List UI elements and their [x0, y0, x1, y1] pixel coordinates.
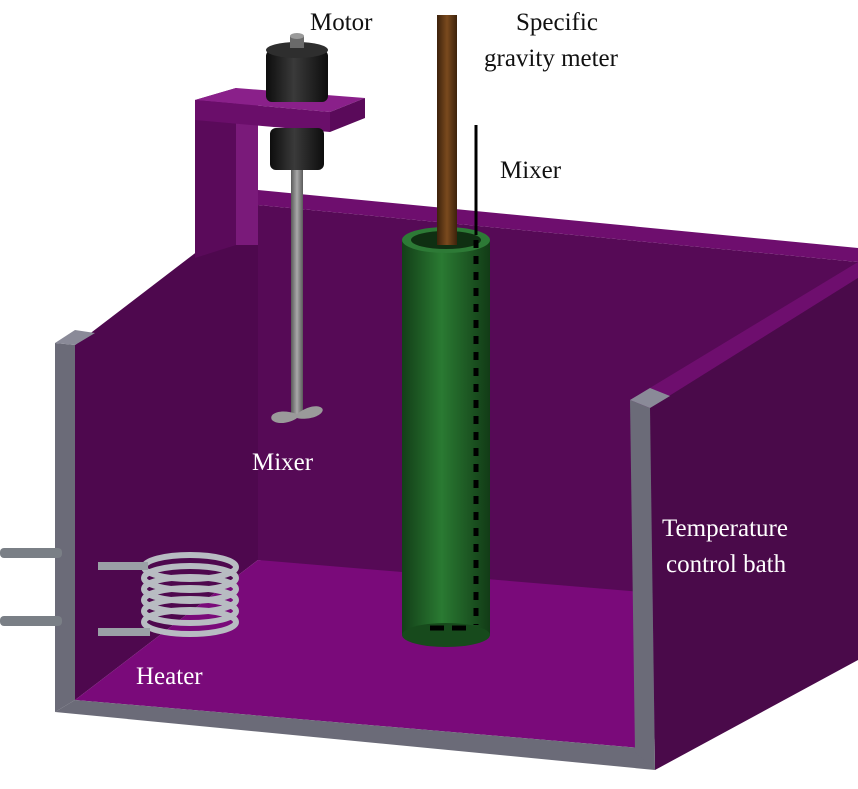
mixer-bath-label: Mixer: [252, 449, 314, 476]
motor: [266, 33, 328, 170]
bath-left-front-wall: [55, 343, 75, 712]
heater-coil: [98, 552, 239, 637]
bath-bottom-front-wall: [55, 700, 655, 770]
bath-right-front-wall: [630, 400, 655, 770]
cylinder-mixer: [430, 125, 479, 631]
bath-back-rim: [236, 190, 858, 262]
motor-bracket: [195, 88, 365, 258]
temperature-label-line1: Temperature: [662, 515, 788, 542]
specific-gravity-meter: [437, 15, 457, 250]
labels: Motor Specific gravity meter Mixer Mixer…: [136, 9, 788, 690]
bath-mixer: [271, 170, 323, 424]
bath-right-side-panel: [650, 278, 858, 770]
heater-pipes: [0, 548, 62, 626]
specific-gravity-label-line2: gravity meter: [484, 45, 619, 72]
bath-front-walls: [55, 330, 670, 770]
mixer-top-label: Mixer: [500, 157, 562, 184]
motor-label: Motor: [310, 9, 373, 36]
heater-label: Heater: [136, 663, 203, 690]
bath-right-rim: [630, 262, 858, 408]
specific-gravity-label-line1: Specific: [516, 9, 598, 36]
temperature-label-line2: control bath: [666, 551, 787, 578]
